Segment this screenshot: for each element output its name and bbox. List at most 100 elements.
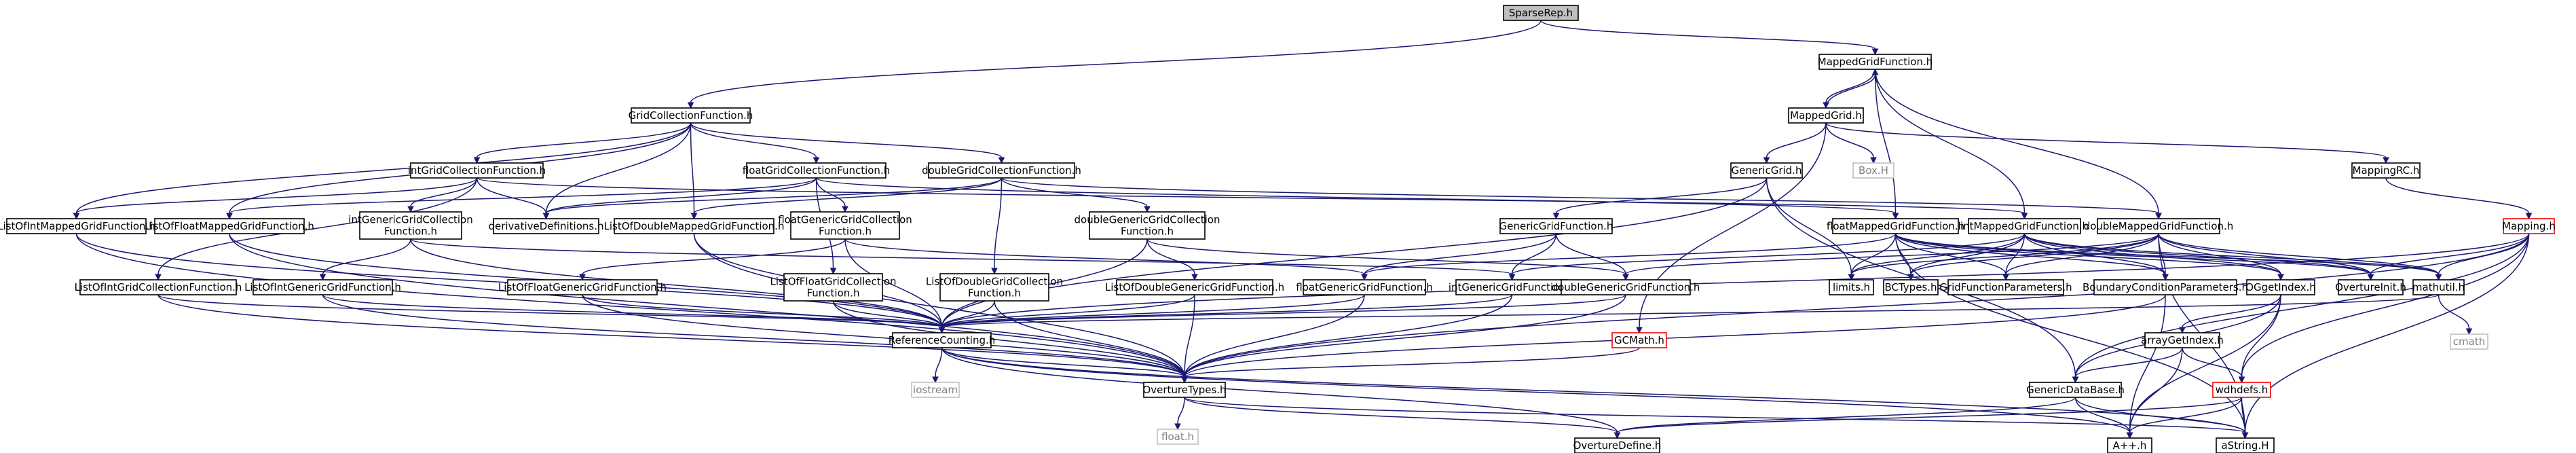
node-OvertureDefine[interactable]: OvertureDefine.h: [1573, 437, 1662, 453]
node-ListOfIntMappedGridFunction[interactable]: ListOfIntMappedGridFunction.h: [0, 218, 155, 234]
node-aString[interactable]: aString.H: [2216, 437, 2275, 453]
edge-layer: [73, 20, 2533, 439]
edge-OvertureTypes-to-OvertureDefine: [1184, 397, 1621, 439]
node-label: float.h: [1161, 431, 1194, 443]
edge-OvertureTypes-to-floath: [1174, 397, 1185, 431]
node-intMappedGridFunction[interactable]: intMappedGridFunction.h: [1960, 218, 2089, 234]
edge-floatGenericGridCollectionFunction-to-ListOfFloatGenericGridFunction: [579, 238, 846, 281]
node-label: GenericGrid.h: [1732, 164, 1802, 177]
node-iostream[interactable]: iostream: [911, 382, 960, 398]
node-GCMath[interactable]: GCMath.h: [1611, 332, 1667, 348]
edge-MappedGrid-to-MappedGridFunction: [1825, 68, 1879, 109]
edge-intGridCollectionFunction-to-intGenericGridCollectionFunction: [407, 177, 478, 213]
node-label: ListOfIntGenericGridFunction.h: [244, 281, 401, 293]
node-GenericDataBase[interactable]: GenericDataBase.h: [2026, 382, 2125, 398]
edge-MappedGridFunction-to-intMappedGridFunction: [1874, 69, 2028, 220]
node-MappingRC[interactable]: MappingRC.h: [2351, 162, 2421, 179]
node-limits[interactable]: limits.h: [1829, 279, 1874, 295]
node-label: arrayGetIndex.h: [2141, 334, 2224, 346]
edge-MappedGrid-to-GenericGrid: [1763, 122, 1827, 164]
node-label: MappingRC.h: [2353, 164, 2420, 177]
node-box: [359, 211, 462, 240]
node-MappedGrid[interactable]: MappedGrid.h: [1788, 107, 1864, 124]
node-GenericGrid[interactable]: GenericGrid.h: [1730, 162, 1803, 179]
node-BoxH[interactable]: Box.H: [1852, 162, 1894, 179]
node-box: [1788, 107, 1864, 124]
edge-arrayGetIndex-to-wdhdefs: [2182, 347, 2245, 384]
node-OvertureTypes[interactable]: OvertureTypes.h: [1142, 382, 1227, 398]
node-label: intGridCollectionFunction.h: [408, 164, 546, 177]
edge-intGridCollectionFunction-to-ListOfIntGridCollectionFunction: [155, 177, 478, 281]
node-box: [1574, 437, 1660, 453]
node-label: OvertureTypes.h: [1142, 384, 1226, 396]
node-GenericGridFunction[interactable]: GenericGridFunction.h: [1499, 218, 1613, 234]
node-GridFunctionParameters[interactable]: GridFunctionParameters.h: [1939, 279, 2072, 295]
node-wdhdefs[interactable]: wdhdefs.h: [2212, 382, 2271, 398]
node-SparseRep[interactable]: SparseRep.h: [1503, 5, 1579, 21]
node-App[interactable]: A++.h: [2107, 437, 2152, 453]
edge-doubleGenericGridCollectionFunction-to-doubleGenericGridFunction: [1146, 238, 1629, 281]
node-mathutil[interactable]: mathutil.h: [2412, 279, 2465, 295]
node-doubleGenericGridFunction[interactable]: doubleGenericGridFunction.h: [1552, 279, 1700, 295]
node-doubleGridCollectionFunction[interactable]: doubleGridCollectionFunction.h: [922, 162, 1081, 179]
edge-MappedGridFunction-to-floatMappedGridFunction: [1874, 69, 1899, 220]
node-derivativeDefinitions[interactable]: derivativeDefinitions.h: [488, 218, 604, 234]
node-label: floatGenericGridCollection: [778, 214, 912, 226]
node-label: A++.h: [2113, 439, 2147, 452]
node-BCTypes[interactable]: BCTypes.h: [1883, 279, 1939, 295]
edge-MappedGridFunction-to-MappedGrid: [1823, 69, 1876, 109]
node-floatGenericGridFunction[interactable]: floatGenericGridFunction.h: [1296, 279, 1433, 295]
node-OGgetIndex[interactable]: OGgetIndex.h: [2245, 279, 2316, 295]
edge-GridCollectionFunction-to-intGridCollectionFunction: [473, 122, 692, 164]
edge-OGgetIndex-to-App: [2126, 294, 2281, 439]
node-floatGridCollectionFunction[interactable]: floatGridCollectionFunction.h: [743, 162, 890, 179]
node-label: Box.H: [1859, 164, 1888, 177]
node-ListOfFloatMappedGridFunction[interactable]: ListOfFloatMappedGridFunction.h: [145, 218, 314, 234]
node-BoundaryConditionParameters[interactable]: BoundaryConditionParameters.h: [2083, 279, 2248, 295]
node-ListOfIntGridCollectionFunction[interactable]: ListOfIntGridCollectionFunction.h: [75, 279, 242, 295]
node-label: MappedGridFunction.h: [1818, 56, 1933, 68]
edge-doubleMappedGridFunction-to-limits: [1848, 233, 2159, 281]
node-box: [790, 211, 900, 240]
node-floatMappedGridFunction[interactable]: floatMappedGridFunction.h: [1827, 218, 1964, 234]
node-Mapping[interactable]: Mapping.h: [2502, 218, 2556, 234]
node-ListOfFloatGenericGridFunction[interactable]: ListOfFloatGenericGridFunction.h: [498, 279, 667, 295]
node-floath[interactable]: float.h: [1157, 429, 1199, 445]
node-intGridCollectionFunction[interactable]: intGridCollectionFunction.h: [408, 162, 546, 179]
node-box: [2093, 279, 2237, 295]
node-label: intGenericGridCollection: [348, 214, 472, 226]
node-box: [1303, 279, 1426, 295]
edge-wdhdefs-to-aString: [2241, 397, 2249, 439]
node-box: [2412, 279, 2465, 295]
node-box: [631, 107, 751, 124]
edge-doubleGridCollectionFunction-to-ListOfDoubleMappedGridFunction: [690, 177, 1003, 220]
node-GridCollectionFunction[interactable]: GridCollectionFunction.h: [629, 107, 753, 124]
edge-ReferenceCounting-to-iostream: [932, 347, 943, 384]
node-ListOfIntGenericGridFunction[interactable]: ListOfIntGenericGridFunction.h: [244, 279, 401, 295]
node-OvertureInit[interactable]: OvertureInit.h: [2335, 279, 2406, 295]
node-label: SparseRep.h: [1509, 7, 1573, 19]
node-ReferenceCounting[interactable]: ReferenceCounting.h: [889, 332, 996, 348]
node-arrayGetIndex[interactable]: arrayGetIndex.h: [2141, 332, 2224, 348]
edge-floatGridCollectionFunction-to-ListOfFloatMappedGridFunction: [226, 177, 817, 220]
node-ListOfDoubleGenericGridFunction[interactable]: ListOfDoubleGenericGridFunction.h: [1105, 279, 1284, 295]
edge-floatGridCollectionFunction-to-derivativeDefinitions: [542, 177, 817, 220]
node-intGenericGridFunction[interactable]: intGenericGridFunction.h: [1449, 279, 1575, 295]
edge-GridCollectionFunction-to-floatGridCollectionFunction: [690, 122, 820, 164]
node-cmath[interactable]: cmath: [2450, 333, 2488, 350]
node-MappedGridFunction[interactable]: MappedGridFunction.h: [1818, 54, 1933, 70]
edge-doubleGridCollectionFunction-to-derivativeDefinitions: [542, 177, 1003, 220]
node-label: ListOfIntGridCollectionFunction.h: [75, 281, 242, 293]
node-box: [1089, 211, 1206, 240]
node-box: [2097, 218, 2220, 234]
node-ListOfDoubleMappedGridFunction[interactable]: ListOfDoubleMappedGridFunction.h: [604, 218, 785, 234]
edge-OvertureTypes-to-aString: [1184, 397, 2249, 439]
node-box: [2144, 332, 2220, 348]
node-doubleMappedGridFunction[interactable]: doubleMappedGridFunction.h: [2084, 218, 2234, 234]
